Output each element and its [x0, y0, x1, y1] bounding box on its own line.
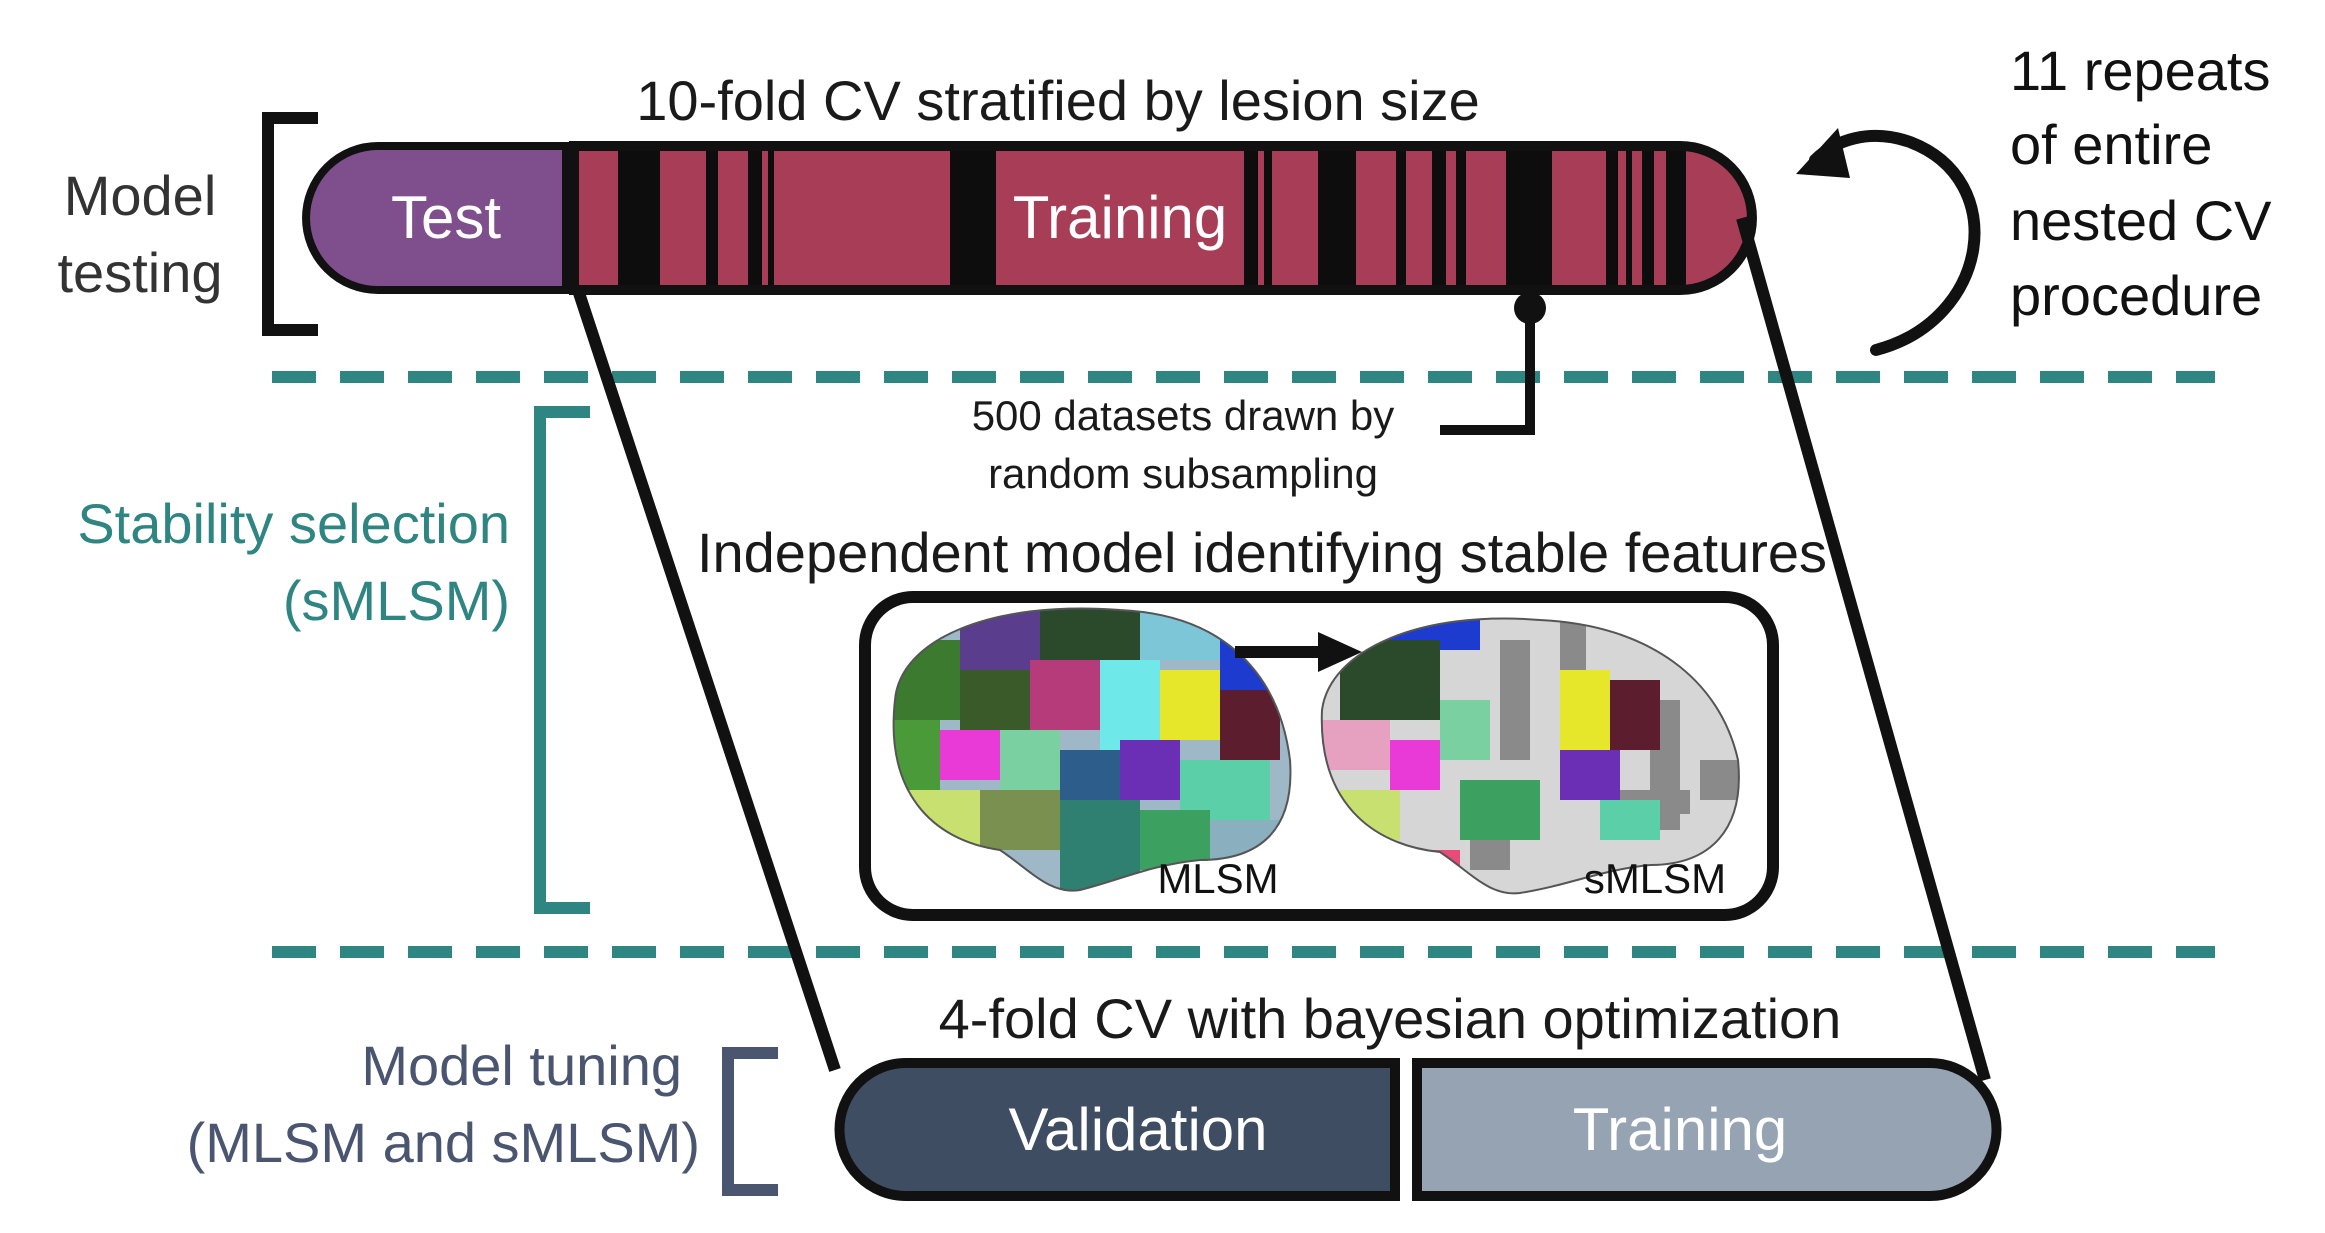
- inner-training-label: Training: [1573, 1096, 1788, 1163]
- repeat-arrowhead-icon: [1796, 128, 1850, 178]
- inner-cv-heading: 4-fold CV with bayesian optimization: [939, 987, 1842, 1050]
- model-testing-label-line1: Model: [64, 164, 217, 227]
- subsampling-line2: random subsampling: [988, 450, 1378, 497]
- repeat-arrow-icon: [1809, 129, 1981, 356]
- funnel-right-line: [1736, 216, 1991, 1082]
- test-fold-label: Test: [391, 184, 501, 251]
- model-tuning-bracket: [722, 1047, 778, 1196]
- outer-training-bar: Training: [569, 141, 1757, 295]
- outer-cv-heading: 10-fold CV stratified by lesion size: [636, 69, 1480, 132]
- stability-label-line2: (sMLSM): [283, 569, 510, 632]
- stability-heading: Independent model identifying stable fea…: [697, 521, 1827, 584]
- model-testing-label-line2: testing: [58, 241, 223, 304]
- stability-label-line1: Stability selection: [77, 492, 510, 555]
- repeats-annotation: 11 repeats of entire nested CV procedure: [1796, 39, 2272, 356]
- repeats-line4: procedure: [2010, 264, 2262, 327]
- subsampling-pointer: [1440, 292, 1546, 435]
- validation-fold-segment: [834, 1058, 1400, 1201]
- brain-left-label: MLSM: [1157, 855, 1278, 902]
- outer-training-label: Training: [1013, 184, 1228, 251]
- subsampling-line1: 500 datasets drawn by: [972, 392, 1395, 439]
- repeats-line3: nested CV: [2010, 189, 2272, 252]
- stability-bracket: [534, 406, 590, 914]
- model-testing-section: Model testing 10-fold CV stratified by l…: [58, 69, 1757, 336]
- right-arrow-icon: [1235, 632, 1362, 672]
- brain-right-label: sMLSM: [1584, 855, 1726, 902]
- model-tuning-label-line2: (MLSM and sMLSM): [187, 1111, 700, 1174]
- inner-training-segment: [1412, 1058, 2002, 1201]
- test-fold-segment: [302, 142, 570, 294]
- repeats-line2: of entire: [2010, 113, 2212, 176]
- validation-fold-label: Validation: [1008, 1096, 1267, 1163]
- repeats-line1: 11 repeats: [2010, 39, 2270, 102]
- stability-section: Stability selection (sMLSM) Independent …: [77, 406, 1827, 921]
- funnel-left-line: [572, 288, 841, 1072]
- model-testing-bracket: [262, 112, 318, 336]
- model-tuning-section: Model tuning (MLSM and sMLSM) 4-fold CV …: [187, 987, 2002, 1201]
- brain-parcellation-icon: [892, 607, 1292, 892]
- model-tuning-label-line1: Model tuning: [361, 1034, 682, 1097]
